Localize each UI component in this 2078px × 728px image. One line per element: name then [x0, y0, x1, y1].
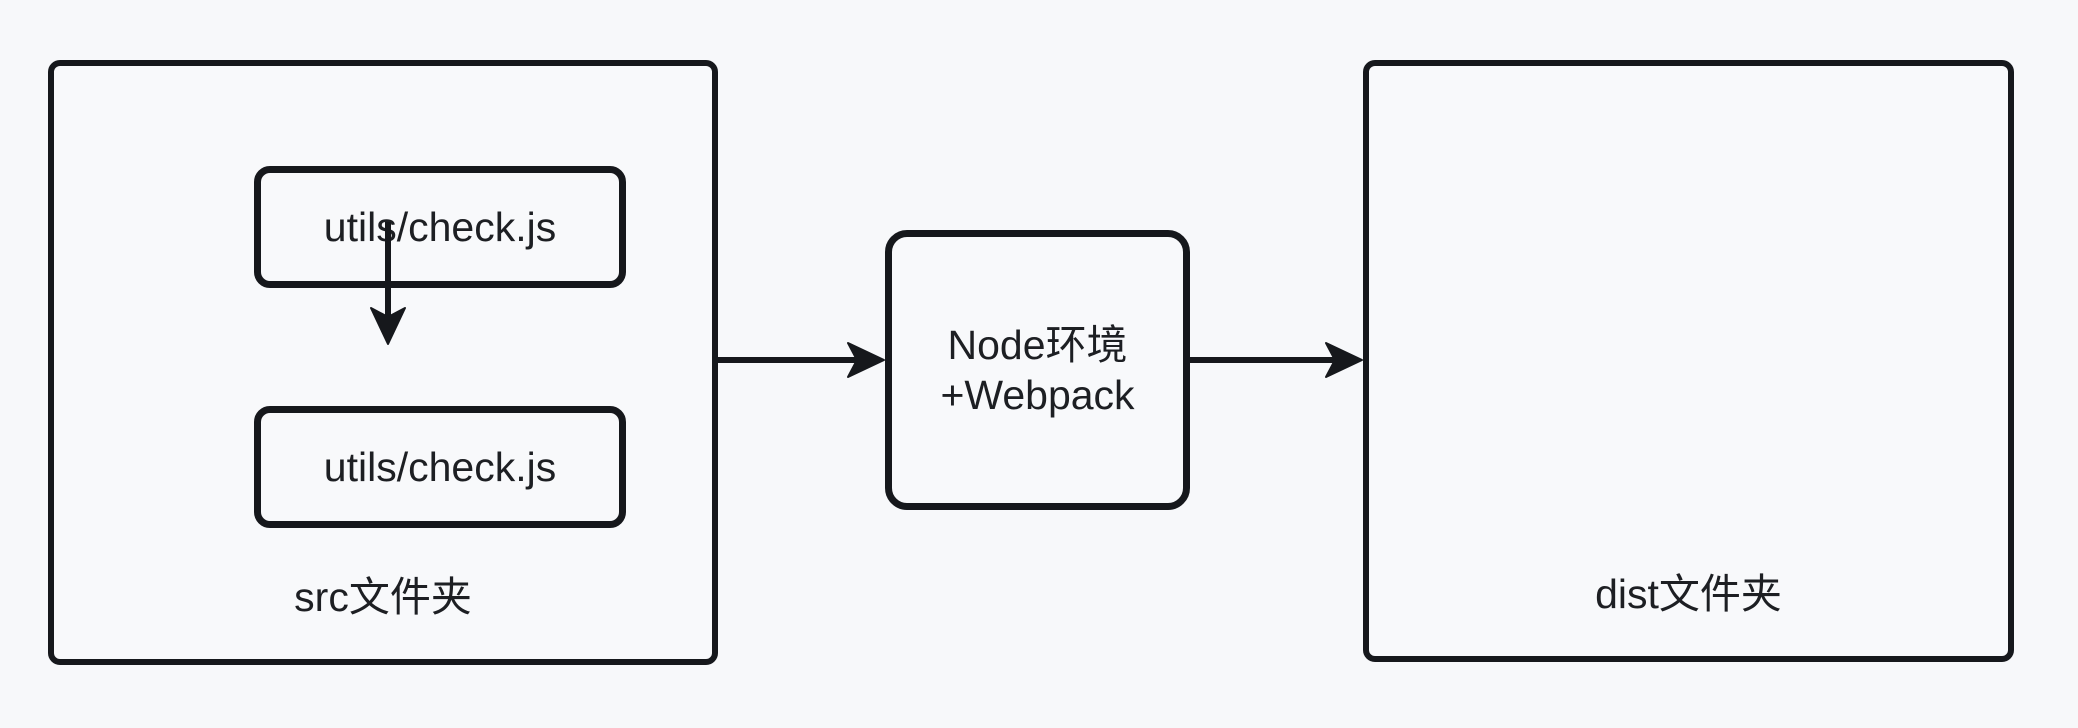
- node-utils-check-js-bottom[interactable]: utils/check.js: [254, 406, 626, 528]
- node-label: utils/check.js: [323, 203, 557, 250]
- group-label-dist: dist文件夹: [1595, 570, 1782, 617]
- edge-build-to-dist-arrow: [1190, 342, 1363, 378]
- node-node-environment-webpack[interactable]: Node环境 +Webpack: [885, 230, 1190, 510]
- edge-src-to-build-arrow: [718, 342, 885, 378]
- node-label-line-1: Node环境: [947, 321, 1128, 368]
- group-label-src: src文件夹: [294, 573, 472, 620]
- node-utils-check-js-top[interactable]: utils/check.js: [254, 166, 626, 288]
- node-label-line-2: +Webpack: [940, 372, 1135, 418]
- node-label: utils/check.js: [323, 443, 557, 490]
- group-container-dist[interactable]: main.js dist文件夹: [1363, 60, 2014, 662]
- group-container-src[interactable]: utils/check.js utils/check.js src文件夹: [48, 60, 718, 665]
